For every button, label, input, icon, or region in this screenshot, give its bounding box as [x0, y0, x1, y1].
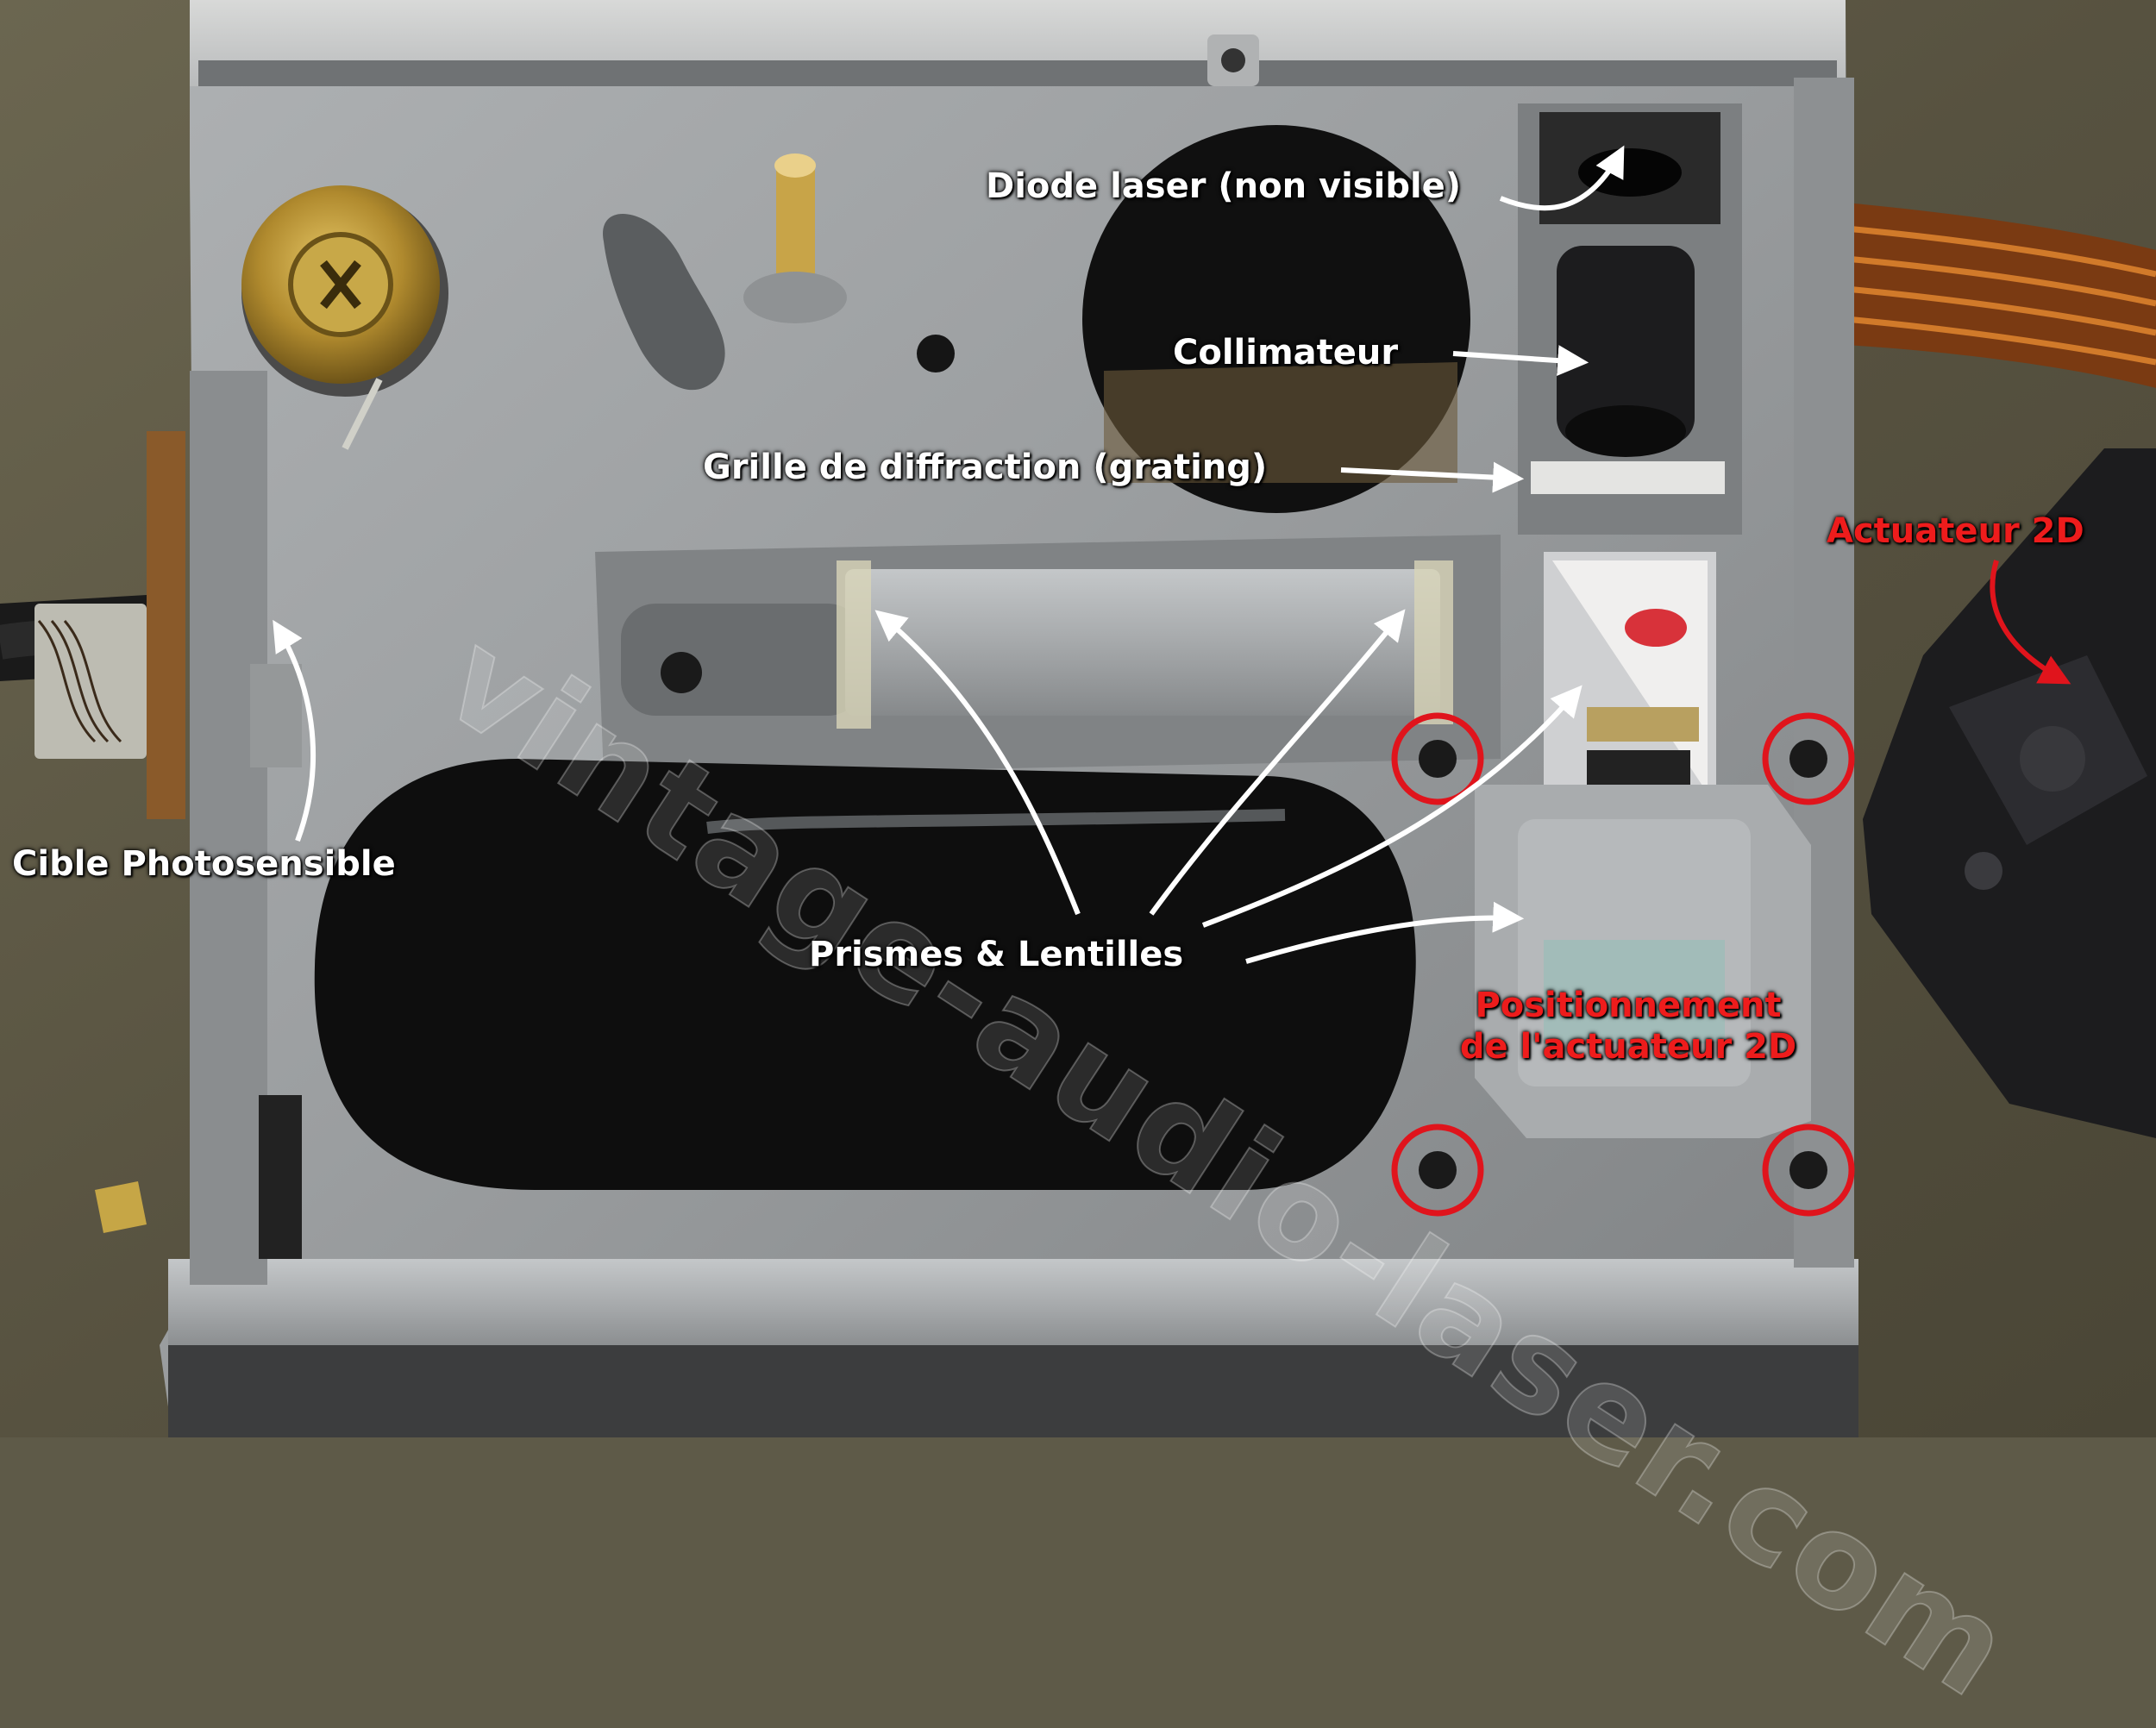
prism-assembly	[1544, 552, 1716, 802]
marker-circle	[1762, 1124, 1855, 1217]
marker-circle	[1391, 712, 1484, 805]
label-collimateur: Collimateur	[1173, 333, 1399, 373]
arrow-prisme-4	[1245, 901, 1525, 964]
arrow-cible	[273, 619, 317, 842]
arrow-grille	[1340, 461, 1525, 493]
label-actuateur-2d: Actuateur 2D	[1827, 511, 2084, 551]
label-positionnement: Positionnement de l'actuateur 2D	[1456, 985, 1801, 1067]
label-positionnement-line1: Positionnement	[1475, 986, 1782, 1025]
label-grille-diffraction: Grille de diffraction (grating)	[703, 448, 1268, 487]
red-marker-circles	[1391, 712, 1855, 1217]
brass-adjust-screw	[241, 185, 448, 450]
marker-circle	[1391, 1124, 1484, 1217]
label-cible-photosensible: Cible Photosensible	[12, 844, 396, 884]
label-prismes-lentilles: Prismes & Lentilles	[809, 935, 1184, 974]
actuator-block	[1863, 448, 2156, 1138]
arrow-actuateur	[1990, 560, 2071, 685]
left-flex-cable	[0, 431, 185, 819]
small-hardware	[95, 34, 1259, 1259]
arrow-prisme-2	[1149, 609, 1406, 916]
marker-circle	[1762, 712, 1855, 805]
flex-ribbon-cable	[1845, 203, 2156, 388]
label-diode-laser: Diode laser (non visible)	[986, 166, 1462, 206]
horizontal-optic-channel	[595, 535, 1501, 776]
annotation-arrows	[273, 145, 1625, 964]
small-hole	[917, 335, 955, 373]
brass-pin	[743, 153, 847, 323]
bottom-oval-opening	[314, 759, 1416, 1190]
mounting-holes	[1419, 740, 1827, 1189]
arrow-collimateur	[1452, 345, 1589, 377]
label-positionnement-line2: de l'actuateur 2D	[1459, 1027, 1797, 1067]
top-circular-opening	[1082, 125, 1470, 513]
arrow-prisme-3	[1201, 685, 1583, 928]
laser-pickup-photo	[0, 0, 2156, 1437]
actuator-seat	[1475, 785, 1811, 1138]
optical-column	[1518, 103, 1742, 535]
curved-slot	[603, 213, 725, 391]
arrow-prisme-1	[874, 610, 1081, 916]
arrow-diode	[1499, 145, 1625, 211]
